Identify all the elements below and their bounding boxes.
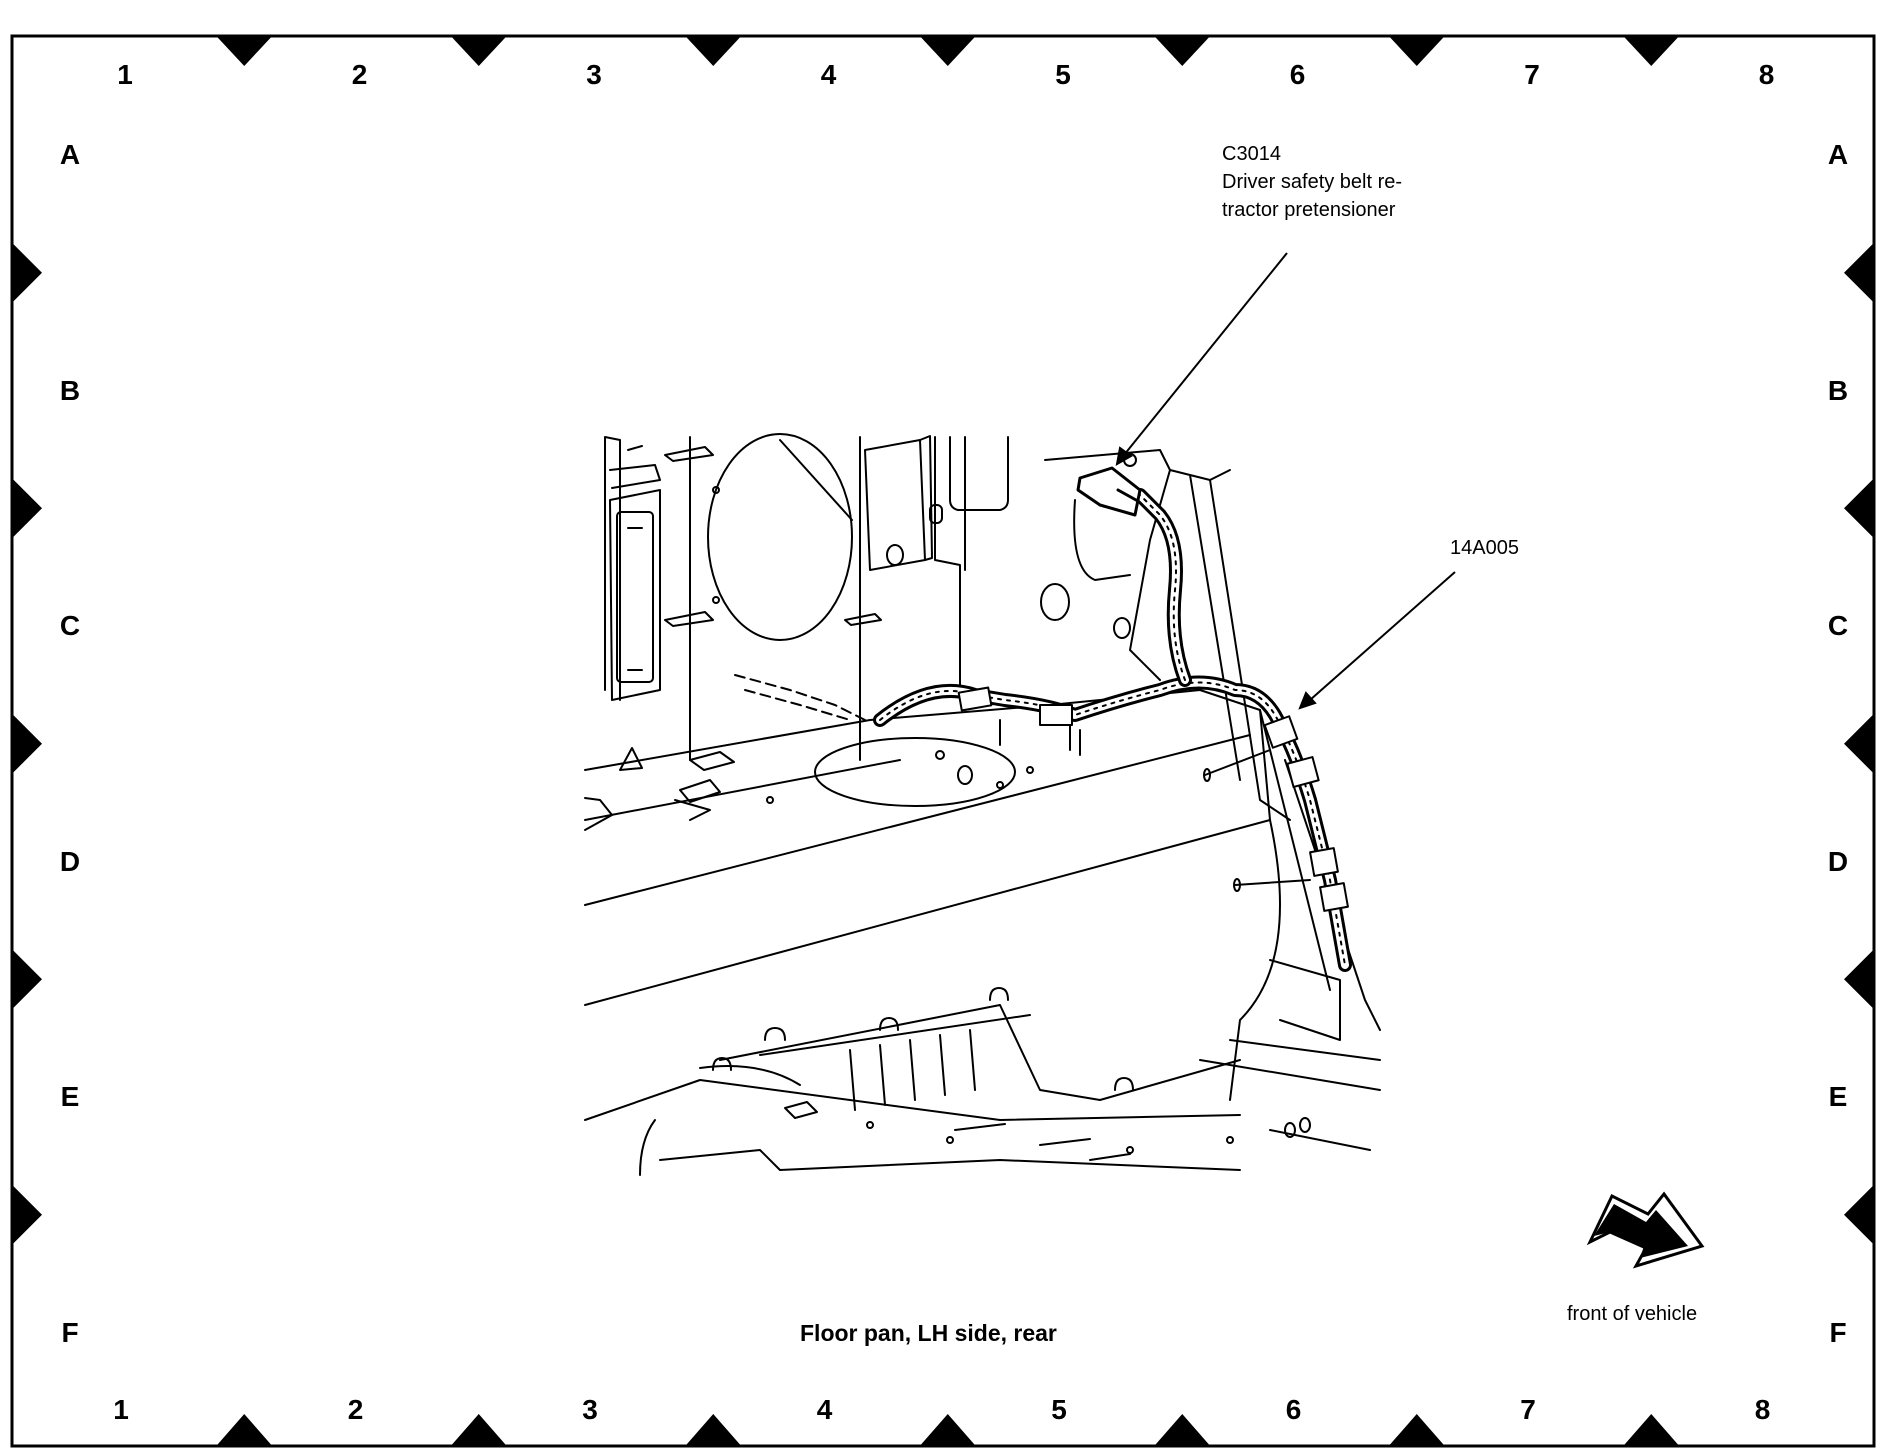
leader-lines (1115, 252, 1456, 710)
column-label-bottom: 2 (347, 1394, 364, 1425)
column-label-bottom: 6 (1285, 1394, 1302, 1425)
column-label-bottom: 1 (113, 1394, 129, 1425)
row-label-right: D (1827, 845, 1849, 877)
zone-marker-bottom (1623, 1414, 1680, 1446)
zone-marker-right (1844, 949, 1874, 1010)
zone-marker-left (12, 949, 42, 1010)
zone-marker-left (12, 713, 42, 774)
wiring-harness-14A005 (873, 466, 1352, 972)
zone-marker-right (1844, 713, 1874, 774)
column-label-bottom: 7 (1520, 1394, 1536, 1425)
row-label-right: B (1827, 374, 1849, 406)
column-label-top: 2 (351, 59, 368, 90)
row-label-right: A (1827, 139, 1849, 170)
column-label-bottom: 5 (1051, 1394, 1067, 1425)
zone-marker-bottom (1388, 1414, 1445, 1446)
row-label-left: B (59, 374, 81, 406)
front-arrow-icon (1586, 1191, 1705, 1269)
diagram-caption: Floor pan, LH side, rear (800, 1320, 1057, 1346)
column-label-top: 5 (1055, 59, 1071, 90)
connector-callout: C3014 Driver safety belt re- tractor pre… (1222, 140, 1402, 224)
column-label-top: 6 (1289, 59, 1306, 90)
zone-marker-right (1844, 478, 1874, 539)
zone-marker-left (12, 242, 42, 303)
connector-id: C3014 (1222, 143, 1281, 165)
zone-marker-bottom (919, 1414, 976, 1446)
leader-c3014 (1123, 252, 1288, 456)
zone-marker-top (1154, 36, 1211, 66)
row-label-right: F (1829, 1316, 1847, 1348)
zone-marker-top (1388, 36, 1445, 66)
row-label-left: C (59, 610, 81, 641)
zone-marker-bottom (450, 1414, 507, 1446)
column-label-top: 8 (1758, 59, 1775, 90)
column-label-top: 3 (586, 59, 602, 90)
zone-marker-bottom (685, 1414, 742, 1446)
column-label-bottom: 3 (582, 1394, 598, 1425)
zone-marker-top (450, 36, 507, 66)
floor-pan-illustration (584, 433, 1381, 1176)
zone-marker-top (919, 36, 976, 66)
front-of-vehicle-label: front of vehicle (1567, 1303, 1698, 1325)
zone-marker-bottom (216, 1414, 273, 1446)
column-label-top: 7 (1524, 59, 1540, 90)
column-label-bottom: 4 (816, 1394, 833, 1425)
row-label-left: F (61, 1316, 79, 1348)
zone-marker-top (216, 36, 273, 66)
column-label-top: 1 (117, 59, 133, 90)
connector-description-line1: Driver safety belt re- (1222, 171, 1403, 193)
grid-markers (12, 36, 1874, 1446)
zone-marker-top (685, 36, 742, 66)
row-label-left: D (59, 845, 81, 877)
row-label-left: E (60, 1081, 80, 1112)
leader-14a005 (1309, 571, 1456, 701)
row-label-left: A (59, 139, 81, 170)
zone-marker-bottom (1154, 1414, 1211, 1446)
zone-marker-left (12, 1184, 42, 1245)
zone-marker-right (1844, 1184, 1874, 1245)
leader-14a005-arrowhead (1298, 691, 1317, 710)
row-label-right: C (1827, 610, 1849, 641)
leader-c3014-arrowhead (1115, 446, 1133, 466)
column-label-bottom: 8 (1754, 1394, 1771, 1425)
row-label-right: E (1828, 1081, 1848, 1112)
zone-marker-right (1844, 242, 1874, 303)
column-label-top: 4 (820, 59, 837, 90)
zone-marker-top (1623, 36, 1680, 66)
zone-marker-left (12, 478, 42, 539)
harness-callout: 14A005 (1450, 537, 1519, 559)
connector-description-line2: tractor pretensioner (1222, 199, 1396, 221)
